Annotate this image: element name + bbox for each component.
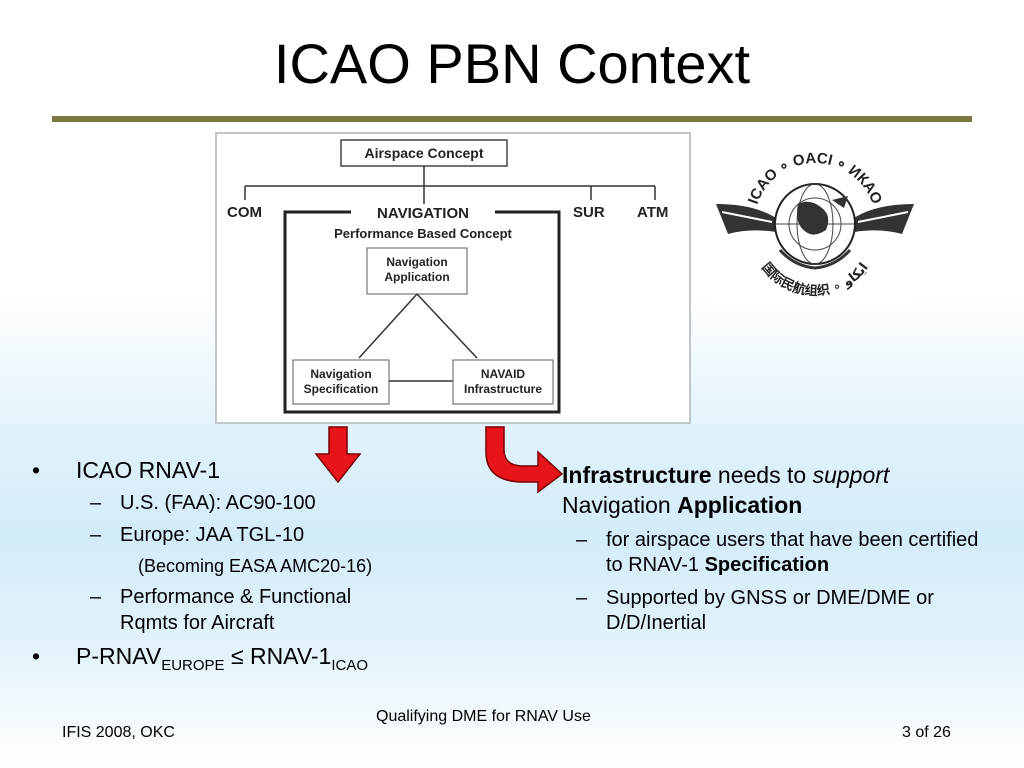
bullet-icao-rnav1: • ICAO RNAV-1 — [32, 456, 472, 484]
rnav1-text: ≤ RNAV-1 — [224, 643, 332, 669]
left-bullet-list: • ICAO RNAV-1 – U.S. (FAA): AC90-100 – E… — [32, 456, 472, 676]
word-navigation: Navigation — [562, 492, 678, 518]
sub-bullet-certified: – for airspace users that have been cert… — [562, 528, 982, 578]
nav-application-line1: Navigation — [386, 255, 447, 269]
atm-label: ATM — [637, 204, 668, 221]
word-specification: Specification — [704, 554, 830, 576]
down-arrow-icon — [314, 426, 362, 484]
right-text-block: Infrastructure needs to support Navigati… — [562, 460, 982, 636]
navaid-infrastructure-box — [452, 359, 554, 405]
left-wing — [716, 204, 776, 234]
pbn-diagram-svg: Airspace Concept COM SUR ATM NAVIGATION … — [227, 139, 668, 414]
dash-marker: – — [90, 524, 102, 546]
sub-bullet-text: U.S. (FAA): AC90-100 — [120, 492, 316, 514]
nav-application-box — [366, 247, 468, 295]
right-wing — [854, 204, 914, 234]
com-label: COM — [227, 204, 262, 221]
nav-specification-line2: Specification — [304, 382, 379, 396]
icao-emblem: ICAO ∘ OACI ∘ ИКАО 国际民航组织 ∘ ايكاو — [716, 150, 914, 299]
laurel-icon — [778, 248, 852, 270]
globe-ring — [788, 197, 842, 251]
airspace-concept-label: Airspace Concept — [364, 145, 483, 161]
word-application: Application — [677, 492, 803, 518]
sub-bullet-faa: – U.S. (FAA): AC90-100 — [32, 490, 472, 516]
sub-bullet-performance: – Performance & Functional Rqmts for Air… — [32, 584, 472, 636]
footer-page-number: 3 of 26 — [902, 724, 951, 741]
supported-text: Supported by GNSS or DME/DME or D/D/Iner… — [606, 587, 934, 634]
sub-bullet-text-line2: Rqmts for Aircraft — [120, 612, 275, 634]
dash-marker: – — [576, 529, 588, 551]
prnav-subscript: EUROPE — [161, 657, 225, 674]
bullet-marker: • — [32, 457, 41, 483]
airplane-icon — [832, 196, 848, 208]
bullet-marker: • — [32, 643, 41, 669]
airspace-concept-box — [340, 139, 508, 167]
right-wing-stripe — [857, 211, 909, 223]
prnav-text: P-RNAV — [76, 643, 162, 669]
globe-landmass — [797, 201, 829, 235]
sur-label: SUR — [573, 204, 605, 221]
navigation-label: NAVIGATION — [377, 205, 469, 222]
navaid-line1: NAVAID — [481, 367, 526, 381]
pbc-label: Performance Based Concept — [334, 226, 512, 241]
triangle-right — [416, 293, 478, 359]
nav-specification-box — [292, 359, 390, 405]
bullet-text: ICAO RNAV-1 — [76, 457, 220, 483]
word-support: support — [812, 462, 890, 488]
dash-marker: – — [576, 587, 588, 609]
sub-bullet-text-line1: Performance & Functional — [120, 586, 352, 608]
sub-bullet-europe: – Europe: JAA TGL-10 — [32, 522, 472, 548]
title-rule — [52, 116, 972, 122]
slide-title: ICAO PBN Context — [273, 32, 751, 95]
certified-text: for airspace users that have been certif… — [606, 529, 979, 576]
curved-right-arrow-icon — [485, 426, 564, 494]
bullet-prnav: • P-RNAVEUROPE ≤ RNAV-1ICAO — [32, 642, 472, 673]
word-needs-to: needs to — [711, 462, 813, 488]
triangle-left — [358, 293, 418, 359]
footer-left: IFIS 2008, OKC — [62, 724, 175, 741]
rnav1-subscript: ICAO — [331, 657, 369, 674]
navaid-line2: Infrastructure — [464, 382, 542, 396]
icao-logo: ICAO ∘ OACI ∘ ИКАО 国际民航组织 ∘ ايكاو — [714, 138, 916, 306]
sub-bullet-supported: – Supported by GNSS or DME/DME or D/D/In… — [562, 586, 982, 636]
dash-marker: – — [90, 586, 102, 608]
footer-center: Qualifying DME for RNAV Use — [376, 708, 591, 725]
nav-application-line2: Application — [384, 270, 449, 284]
pbn-diagram: Airspace Concept COM SUR ATM NAVIGATION … — [215, 132, 691, 424]
left-wing-stripe — [721, 211, 773, 223]
infrastructure-statement: Infrastructure needs to support Navigati… — [562, 460, 982, 520]
sub-bullet-text: Europe: JAA TGL-10 — [120, 524, 305, 546]
note-easa: (Becoming EASA AMC20-16) — [138, 556, 373, 576]
nav-specification-line1: Navigation — [310, 367, 371, 381]
dash-marker: – — [90, 492, 102, 514]
navigation-frame — [283, 210, 561, 414]
logo-multilingual-text: 国际民航组织 ∘ ايكاو — [758, 260, 871, 299]
word-infrastructure: Infrastructure — [562, 462, 712, 488]
